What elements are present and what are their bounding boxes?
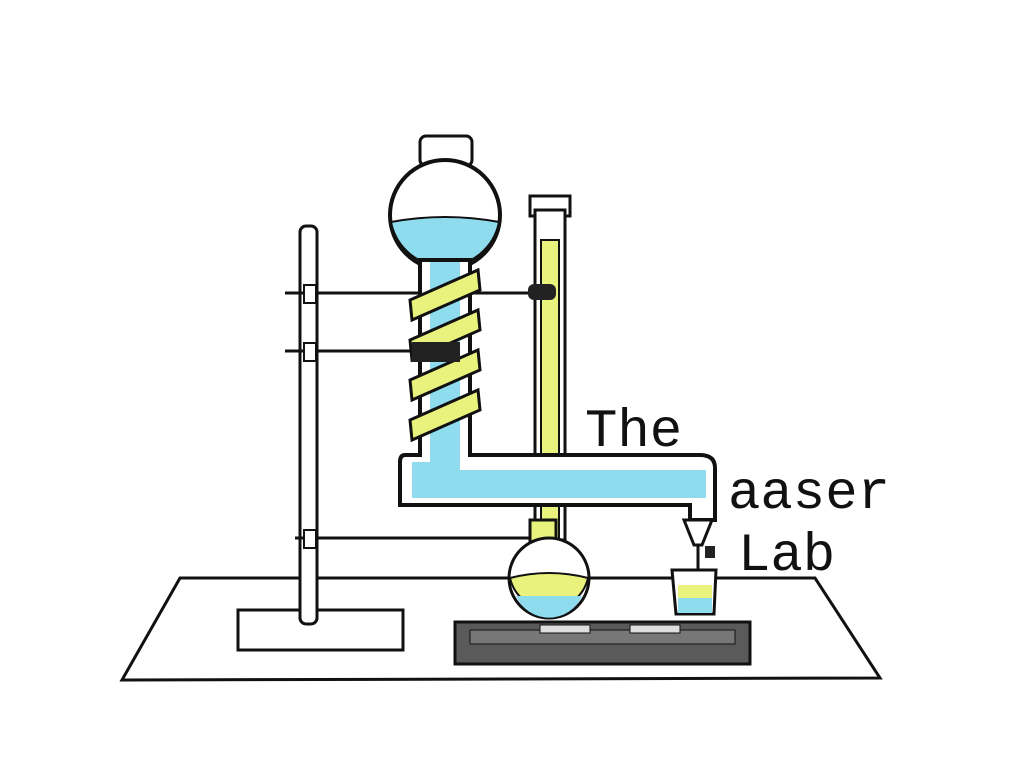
- beaker-icon: [670, 518, 718, 616]
- title-aaser: aaser: [728, 464, 890, 525]
- round-bottom-flask-icon: [388, 134, 502, 272]
- hotplate-icon: [453, 620, 752, 666]
- receiving-flask-icon: [507, 518, 591, 620]
- title-the: The: [585, 402, 682, 463]
- ring-stand-icon: [236, 224, 545, 652]
- title-lab: Lab: [738, 526, 835, 587]
